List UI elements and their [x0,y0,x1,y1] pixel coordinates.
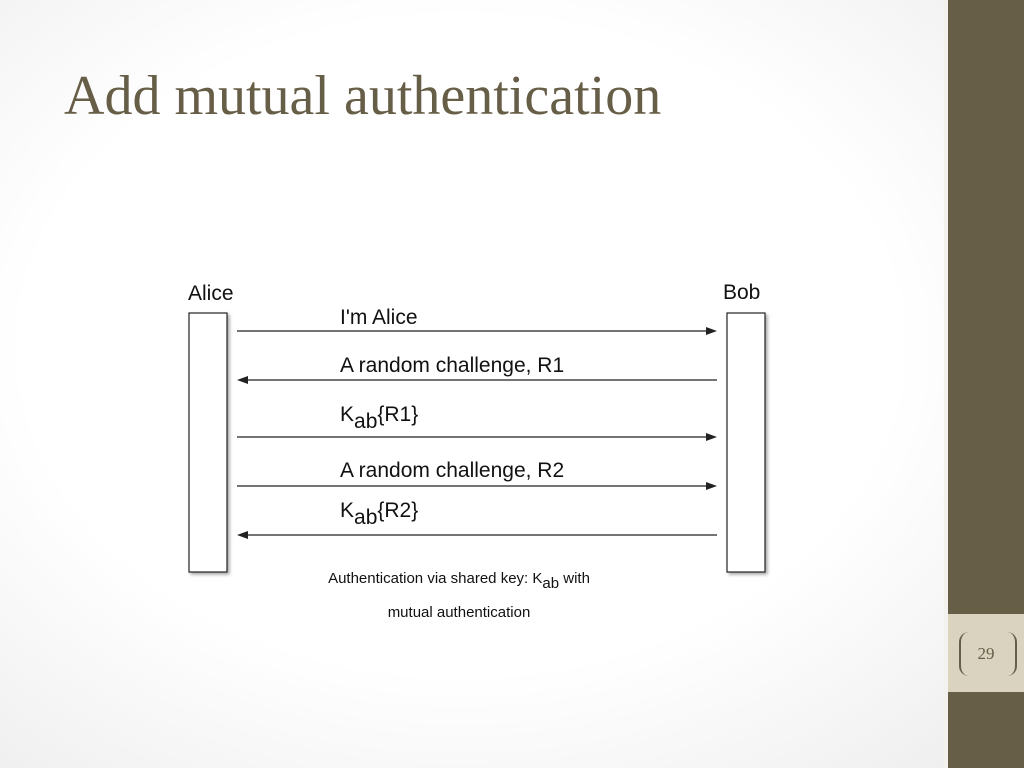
participant-bob: Bob [723,281,760,304]
sequence-diagram: Alice Bob I'm Alice A random challenge, … [188,281,766,621]
participant-alice: Alice [188,282,234,305]
message-4-label: A random challenge, R2 [340,459,564,482]
message-3-arrowhead [706,433,717,441]
page-number: 29 [977,644,995,663]
bob-lifeline [726,312,766,573]
alice-lifeline [188,312,228,573]
message-3-label: Kab{R1} [340,403,418,433]
message-5-label: Kab{R2} [340,499,418,529]
message-1-arrowhead [706,327,717,335]
slide-title: Add mutual authentication [64,65,662,127]
sidebar-edge [944,0,948,768]
message-2-label: A random challenge, R1 [340,354,564,377]
diagram-caption-line-1: Authentication via shared key: Kab with [328,570,590,592]
page-number-bracket [959,632,1017,676]
message-1-label: I'm Alice [340,306,418,329]
message-4-arrowhead [706,482,717,490]
diagram-caption-line-2: mutual authentication [388,604,531,621]
message-2-arrowhead [237,376,248,384]
message-5-arrowhead [237,531,248,539]
